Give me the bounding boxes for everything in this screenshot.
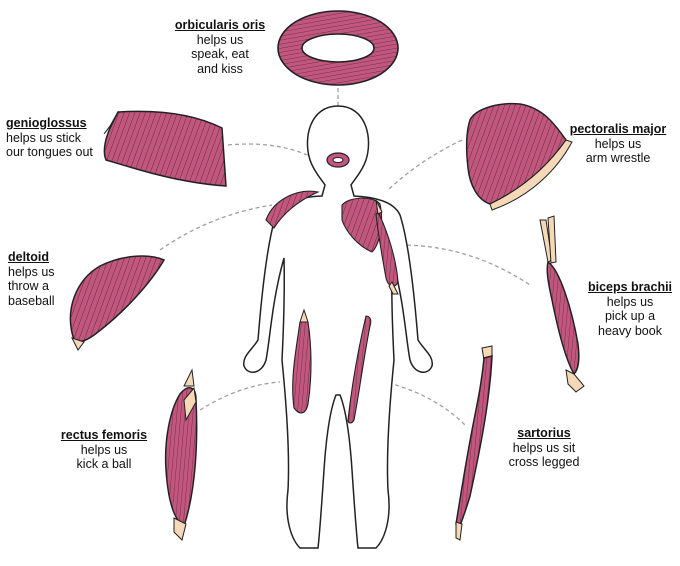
- label-genioglossus: genioglossus helps us stick our tongues …: [6, 116, 116, 160]
- biceps-tendon-top-body: [375, 199, 383, 215]
- label-line: helps us: [594, 136, 642, 151]
- label-line: heavy book: [598, 323, 662, 338]
- deltoid-illustration: [69, 255, 166, 351]
- label-line: helps us: [606, 294, 654, 309]
- mouth-opening: [332, 157, 344, 163]
- label-name: pectoralis major: [569, 122, 667, 136]
- label-sartorius: sartorius helps us sit cross legged: [494, 426, 594, 470]
- label-line: cross legged: [508, 455, 580, 469]
- label-name: rectus femoris: [60, 428, 148, 442]
- genioglossus-illustration: [103, 110, 227, 187]
- label-line: kick a ball: [76, 457, 132, 471]
- label-deltoid: deltoid helps us throw a baseball: [8, 250, 88, 308]
- label-line: helps us: [8, 264, 55, 279]
- sartorius-illustration: [455, 345, 493, 541]
- connector-rectus: [199, 381, 281, 411]
- rectus-femoris-illustration: [164, 368, 198, 541]
- connector-deltoid: [159, 204, 273, 251]
- label-line: our tongues out: [6, 145, 93, 159]
- label-biceps-brachii: biceps brachii helps us pick up a heavy …: [584, 280, 676, 338]
- biceps-brachii-illustration: [539, 215, 585, 393]
- label-line: helps us stick: [6, 130, 82, 145]
- label-name: genioglossus: [6, 116, 87, 130]
- rectus-on-body: [292, 321, 312, 414]
- connector-pectoralis: [387, 139, 463, 191]
- deltoid-on-body: [265, 190, 320, 229]
- connector-lines: [159, 88, 531, 426]
- label-line: pick up a: [604, 309, 656, 323]
- label-name: biceps brachii: [587, 280, 673, 294]
- label-line: throw a: [8, 279, 49, 293]
- label-name: sartorius: [517, 426, 571, 440]
- label-line: and kiss: [197, 61, 243, 76]
- orbicularis-oris-illustration: [277, 10, 399, 86]
- label-line: baseball: [8, 293, 55, 308]
- rectus-tendon-top-body: [299, 308, 309, 323]
- label-line: helps us: [196, 32, 244, 47]
- label-orbicularis-oris: orbicularis oris helps us speak, eat and…: [160, 18, 280, 76]
- connector-biceps: [399, 244, 531, 286]
- label-line: arm wrestle: [585, 151, 651, 165]
- label-rectus-femoris: rectus femoris helps us kick a ball: [52, 428, 156, 472]
- label-pectoralis-major: pectoralis major helps us arm wrestle: [566, 122, 670, 166]
- body-outline: [243, 105, 433, 549]
- label-line: helps us sit: [512, 440, 576, 455]
- connector-sartorius: [367, 377, 466, 426]
- label-line: speak, eat: [191, 47, 249, 61]
- biceps-tendon-bottom-body: [388, 281, 399, 295]
- label-name: deltoid: [8, 250, 49, 264]
- pectoralis-major-illustration: [465, 102, 573, 211]
- label-line: helps us: [80, 442, 128, 457]
- connector-genioglossus: [227, 143, 319, 161]
- sartorius-on-body: [347, 315, 372, 424]
- label-name: orbicularis oris: [174, 18, 266, 32]
